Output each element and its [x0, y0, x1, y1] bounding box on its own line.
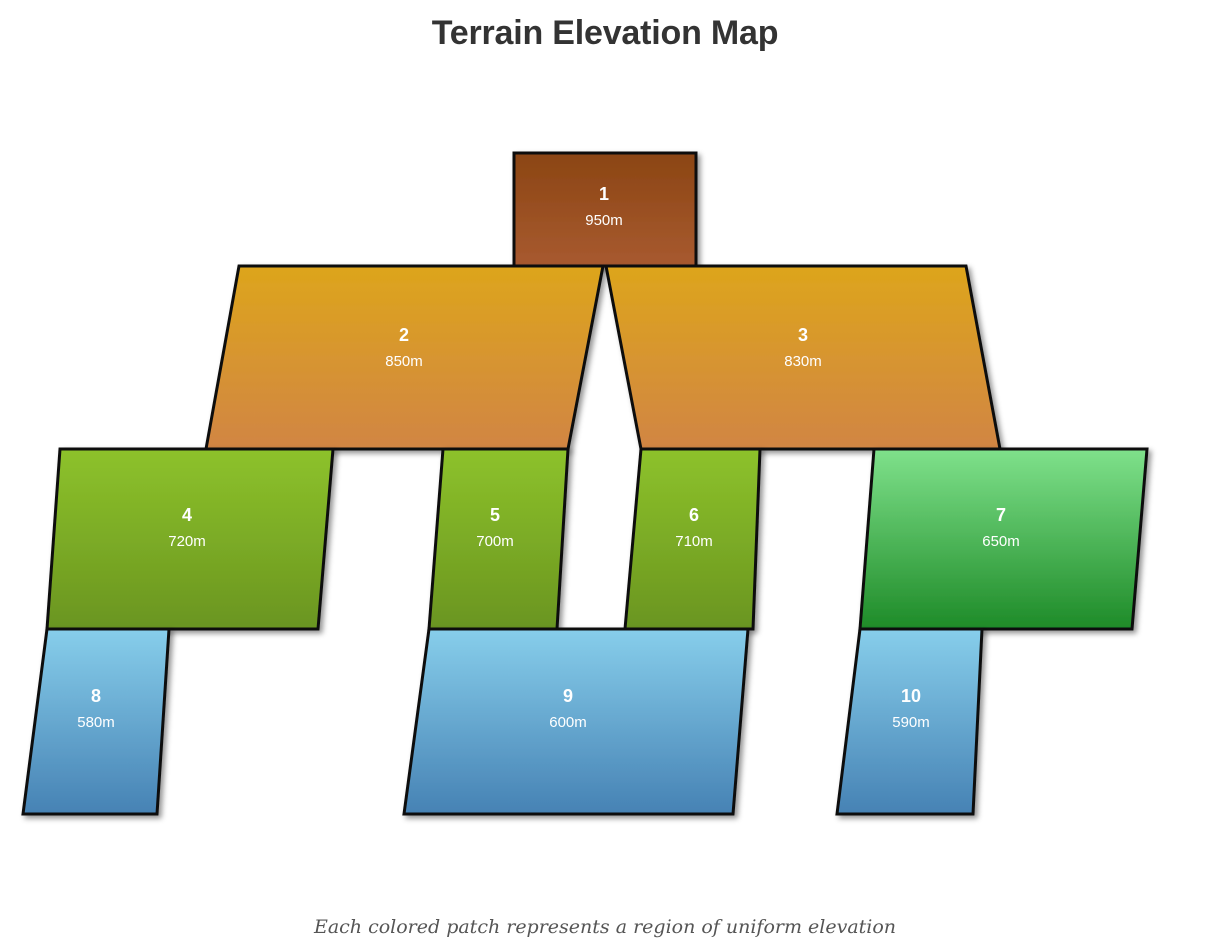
patch-elevation-label: 720m: [168, 533, 206, 550]
terrain-patch[interactable]: 3 830m: [604, 264, 1002, 451]
terrain-patch[interactable]: 10 590m: [835, 627, 984, 816]
patch-shape[interactable]: [21, 627, 171, 816]
patch-id-label: 9: [563, 686, 573, 706]
terrain-patch[interactable]: 1 950m: [512, 151, 698, 268]
patch-id-label: 8: [91, 686, 101, 706]
patch-elevation-label: 590m: [892, 714, 930, 731]
patch-id-label: 7: [996, 505, 1006, 525]
patch-elevation-label: 700m: [476, 533, 514, 550]
terrain-patch[interactable]: 2 850m: [204, 264, 605, 451]
patch-shape[interactable]: [835, 627, 984, 816]
terrain-patch[interactable]: 8 580m: [21, 627, 171, 816]
page-title: Terrain Elevation Map: [431, 14, 779, 52]
terrain-patch[interactable]: 4 720m: [45, 447, 335, 631]
patch-shape[interactable]: [402, 627, 750, 816]
patch-elevation-label: 580m: [77, 714, 115, 731]
terrain-patch[interactable]: 7 650m: [858, 447, 1149, 631]
patch-elevation-label: 710m: [675, 533, 713, 550]
patch-id-label: 1: [599, 184, 609, 204]
patch-id-label: 6: [689, 505, 699, 525]
patch-id-label: 10: [901, 686, 921, 706]
patch-shape[interactable]: [45, 447, 335, 631]
patch-elevation-label: 950m: [585, 212, 623, 229]
patch-id-label: 5: [490, 505, 500, 525]
page-caption: Each colored patch represents a region o…: [313, 916, 897, 938]
patch-shape[interactable]: [512, 151, 698, 268]
terrain-patch[interactable]: 9 600m: [402, 627, 750, 816]
patch-elevation-label: 830m: [784, 353, 822, 370]
terrain-patch[interactable]: 5 700m: [427, 447, 570, 631]
patch-elevation-label: 850m: [385, 353, 423, 370]
patch-layer: 1 950m 2 850m 3 830m 4 720m 5 700m 6 710m 7 650m 8 580m…: [21, 151, 1149, 816]
patch-shape[interactable]: [858, 447, 1149, 631]
patch-id-label: 2: [399, 325, 409, 345]
patch-shape[interactable]: [623, 447, 762, 631]
patch-id-label: 3: [798, 325, 808, 345]
patch-elevation-label: 650m: [982, 533, 1020, 550]
patch-id-label: 4: [182, 505, 192, 525]
patch-elevation-label: 600m: [549, 714, 587, 731]
terrain-patch[interactable]: 6 710m: [623, 447, 762, 631]
